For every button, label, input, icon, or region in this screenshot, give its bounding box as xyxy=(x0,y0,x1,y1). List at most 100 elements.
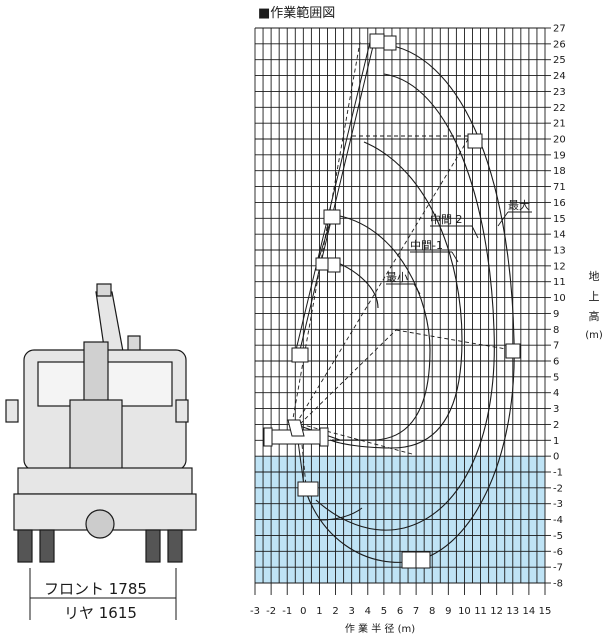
height-tick-label: 26 xyxy=(553,39,566,50)
height-tick-label: 19 xyxy=(553,150,566,161)
height-tick-label: 7 xyxy=(553,341,559,352)
range-curves xyxy=(305,43,515,563)
radius-tick-label: 2 xyxy=(332,606,338,617)
height-tick-label: 27 xyxy=(553,24,566,35)
height-axis-label-4: (m) xyxy=(585,330,603,341)
height-tick-label: 4 xyxy=(553,388,559,399)
radius-tick-label: 7 xyxy=(413,606,419,617)
height-tick-label: 9 xyxy=(553,309,559,320)
height-tick-label: 13 xyxy=(553,246,566,257)
curve-label-mid1: 中間-1 xyxy=(410,239,443,252)
platform-mid xyxy=(323,209,341,225)
radius-axis-label: 作 業 半 径 (m) xyxy=(345,622,415,635)
height-tick-label: 24 xyxy=(553,71,566,82)
diagram-title: ■作業範囲図 xyxy=(258,5,335,21)
curve-max xyxy=(305,43,515,563)
radius-tick-label: 14 xyxy=(523,606,536,617)
truck-wheel-4 xyxy=(167,529,183,563)
radius-tick-label: 0 xyxy=(300,606,306,617)
radius-tick-label: 13 xyxy=(506,606,519,617)
platform-left xyxy=(291,347,309,363)
height-tick-label: 11 xyxy=(553,277,566,288)
height-axis-label-1: 地 xyxy=(589,270,600,283)
curve-label-leaders xyxy=(386,211,532,295)
truck-front-view xyxy=(5,283,197,563)
radius-tick-label: -2 xyxy=(266,606,276,617)
radius-tick-label: -1 xyxy=(282,606,292,617)
platform-boxes xyxy=(291,33,521,569)
truck-body xyxy=(17,467,193,495)
radius-tick-label: 1 xyxy=(316,606,322,617)
radius-tick-label: 9 xyxy=(445,606,451,617)
height-tick-label: 1 xyxy=(553,436,559,447)
truck-wheel-1 xyxy=(17,529,33,563)
platform-top xyxy=(369,33,385,49)
height-tick-label: 16 xyxy=(553,198,566,209)
height-tick-label: 10 xyxy=(553,293,566,304)
curve-mid2 xyxy=(315,73,495,531)
height-tick-label: 14 xyxy=(553,230,566,241)
truck-mirror-right xyxy=(175,399,189,423)
curve-base xyxy=(319,507,363,521)
height-tick-label: 3 xyxy=(553,404,559,415)
height-tick-label: -4 xyxy=(553,515,563,526)
truck-boom-tip xyxy=(96,283,112,297)
height-tick-label: 15 xyxy=(553,214,566,225)
grid xyxy=(254,27,546,584)
height-tick-label: -3 xyxy=(553,499,563,510)
machine-base xyxy=(263,419,329,447)
height-tick-label: -5 xyxy=(553,531,563,542)
height-tick-label: 23 xyxy=(553,87,566,98)
radius-tick-label: 3 xyxy=(348,606,354,617)
platform-bottom-2 xyxy=(415,551,431,569)
height-tick-label: -7 xyxy=(553,563,563,574)
height-tick-label: 71 xyxy=(553,182,566,193)
truck-turret xyxy=(83,341,109,403)
radius-tick-label: 10 xyxy=(458,606,471,617)
platform-low-2 xyxy=(327,257,341,273)
height-tick-label: 25 xyxy=(553,55,566,66)
platform-right-mid xyxy=(505,343,521,359)
truck-wheel-2 xyxy=(39,529,55,563)
radius-tick-label: -3 xyxy=(250,606,260,617)
front-track-label: フロント 1785 xyxy=(44,580,147,598)
truck-hub xyxy=(85,509,115,539)
curve-mid1 xyxy=(329,141,463,449)
height-tick-label: 0 xyxy=(553,452,559,463)
radius-tick-label: 12 xyxy=(490,606,503,617)
radius-tick-label: 8 xyxy=(429,606,435,617)
curve-label-max: 最大 xyxy=(508,198,530,212)
height-tick-label: 18 xyxy=(553,166,566,177)
radius-tick-label: 15 xyxy=(539,606,552,617)
radius-tick-label: 11 xyxy=(474,606,487,617)
height-tick-label: 2 xyxy=(553,420,559,431)
truck-column xyxy=(69,399,123,473)
truck-mirror-left xyxy=(5,399,19,423)
height-tick-label: -8 xyxy=(553,579,563,590)
height-axis-label-3: 高 xyxy=(589,309,600,323)
height-axis-label-2: 上 xyxy=(589,290,600,303)
height-tick-labels: 2726252423222120191871161514131211109876… xyxy=(545,24,566,590)
height-tick-label: -1 xyxy=(553,468,563,479)
platform-top-2 xyxy=(383,35,397,51)
height-tick-label: 22 xyxy=(553,103,566,114)
radius-tick-label: 6 xyxy=(397,606,403,617)
curve-label-min: 最小 xyxy=(386,271,408,284)
height-tick-label: 6 xyxy=(553,357,559,368)
track-dimensions xyxy=(29,568,177,620)
height-tick-label: -2 xyxy=(553,483,563,494)
radius-tick-label: 5 xyxy=(381,606,387,617)
height-tick-label: 12 xyxy=(553,261,566,272)
rear-track-label: リヤ 1615 xyxy=(64,604,137,622)
height-tick-label: -6 xyxy=(553,547,563,558)
height-tick-label: 20 xyxy=(553,135,566,146)
height-tick-label: 8 xyxy=(553,325,559,336)
truck-wheel-3 xyxy=(145,529,161,563)
platform-right-high xyxy=(467,133,483,149)
platform-below xyxy=(297,481,319,497)
height-tick-label: 21 xyxy=(553,119,566,130)
radius-tick-label: 4 xyxy=(365,606,371,617)
platform-low xyxy=(315,257,329,271)
